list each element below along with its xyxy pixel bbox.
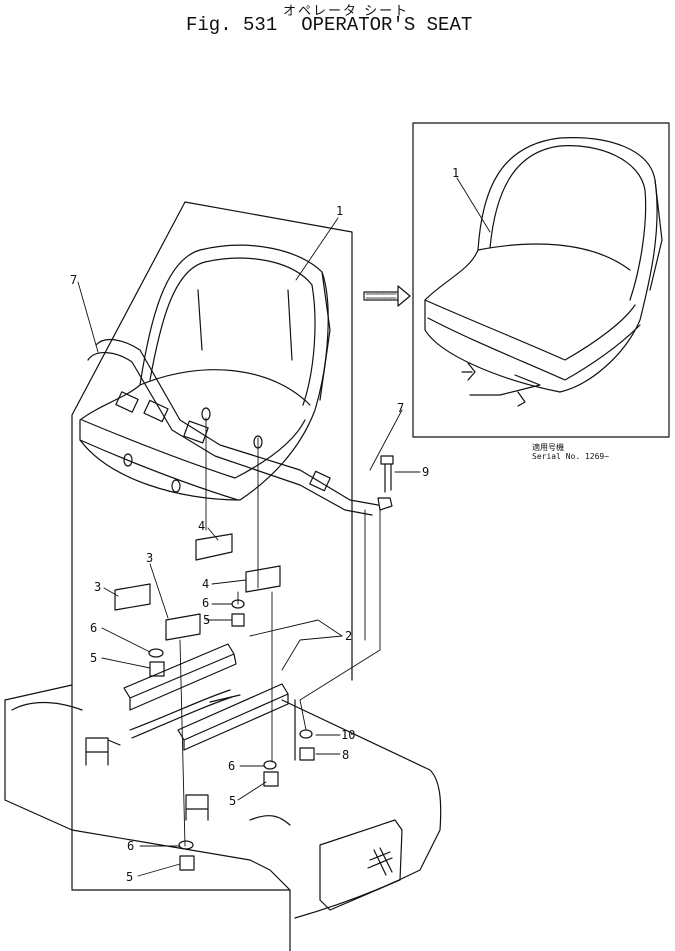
serial-text: Serial No. 1269~: [532, 452, 610, 461]
seat-belt: [87, 338, 393, 516]
bolt-9: [380, 455, 394, 493]
leader-lines: [77, 177, 491, 877]
figure-name: OPERATOR'S SEAT: [301, 14, 473, 36]
callout-6-upper-left: 6: [90, 621, 97, 635]
callout-2: 2: [345, 629, 352, 643]
callout-5-bottom: 5: [126, 870, 133, 884]
callout-4-top: 4: [198, 519, 205, 533]
seat-box-left-edge: [71, 201, 291, 891]
callout-6-bottom: 6: [127, 839, 134, 853]
callout-6-lower-right: 6: [228, 759, 235, 773]
callout-8: 8: [342, 748, 349, 762]
japanese-title: オペレータ シート: [283, 4, 410, 19]
callout-3-left: 3: [94, 580, 101, 594]
callout-10: 10: [341, 728, 355, 742]
figure-title: Fig. 531 OPERATOR'S SEAT: [186, 14, 472, 36]
callout-9: 9: [422, 465, 429, 479]
callout-1-inset: 1: [452, 166, 459, 180]
callout-5-lower-right: 5: [229, 794, 236, 808]
slide-rails: [123, 643, 289, 751]
callout-7-left: 7: [70, 273, 77, 287]
callout-3-top: 3: [146, 551, 153, 565]
serial-note: 適用号機 Serial No. 1269~: [532, 443, 609, 461]
callout-1-main: 1: [336, 204, 343, 218]
serial-japanese: 適用号機: [532, 443, 564, 452]
brackets: [114, 533, 281, 641]
callout-4-right: 4: [202, 577, 209, 591]
figure-label: Fig. 531: [186, 14, 278, 36]
inset-seat: [424, 137, 663, 407]
main-seat: [79, 244, 331, 501]
callout-5-upper-right: 5: [203, 613, 210, 627]
hardware: [148, 599, 315, 871]
seat-box-outline: [184, 201, 353, 681]
floor-plate: [4, 684, 442, 951]
transition-arrow: [363, 285, 411, 307]
callout-5-upper-left: 5: [90, 651, 97, 665]
callout-7-right: 7: [397, 401, 404, 415]
callouts: 1 1 2 3 3 4 4 5 5 5 5 6 6 6 6 7 7 8 9 10: [70, 166, 459, 884]
inset-frame: [412, 122, 670, 438]
callout-6-upper-right: 6: [202, 596, 209, 610]
